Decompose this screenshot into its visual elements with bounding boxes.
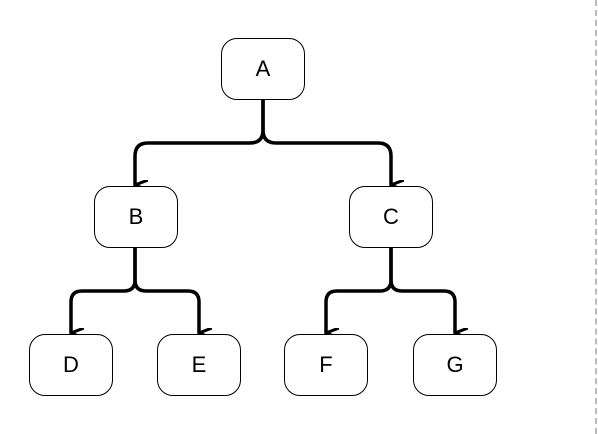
edge-C-F (324, 246, 393, 333)
tree-node-e: E (157, 334, 241, 396)
node-label-c: C (383, 204, 399, 229)
node-label-e: E (191, 352, 207, 377)
tree-node-g: G (413, 334, 497, 396)
edge-C-G (389, 246, 455, 333)
tree-node-d: D (29, 334, 113, 396)
edge-A-C (261, 98, 391, 185)
tree-node-f: F (284, 334, 368, 396)
edge-B-E (133, 246, 199, 333)
node-label-d: D (63, 352, 79, 377)
tree-node-a: A (221, 38, 305, 100)
node-label-g: G (446, 352, 464, 377)
node-label-b: B (128, 204, 144, 229)
node-label-a: A (255, 56, 271, 81)
tree-node-b: B (94, 186, 178, 248)
edge-A-B (133, 98, 265, 185)
page-edge-divider (595, 0, 597, 434)
tree-node-c: C (349, 186, 433, 248)
edge-B-D (69, 246, 137, 333)
node-label-f: F (319, 352, 333, 377)
